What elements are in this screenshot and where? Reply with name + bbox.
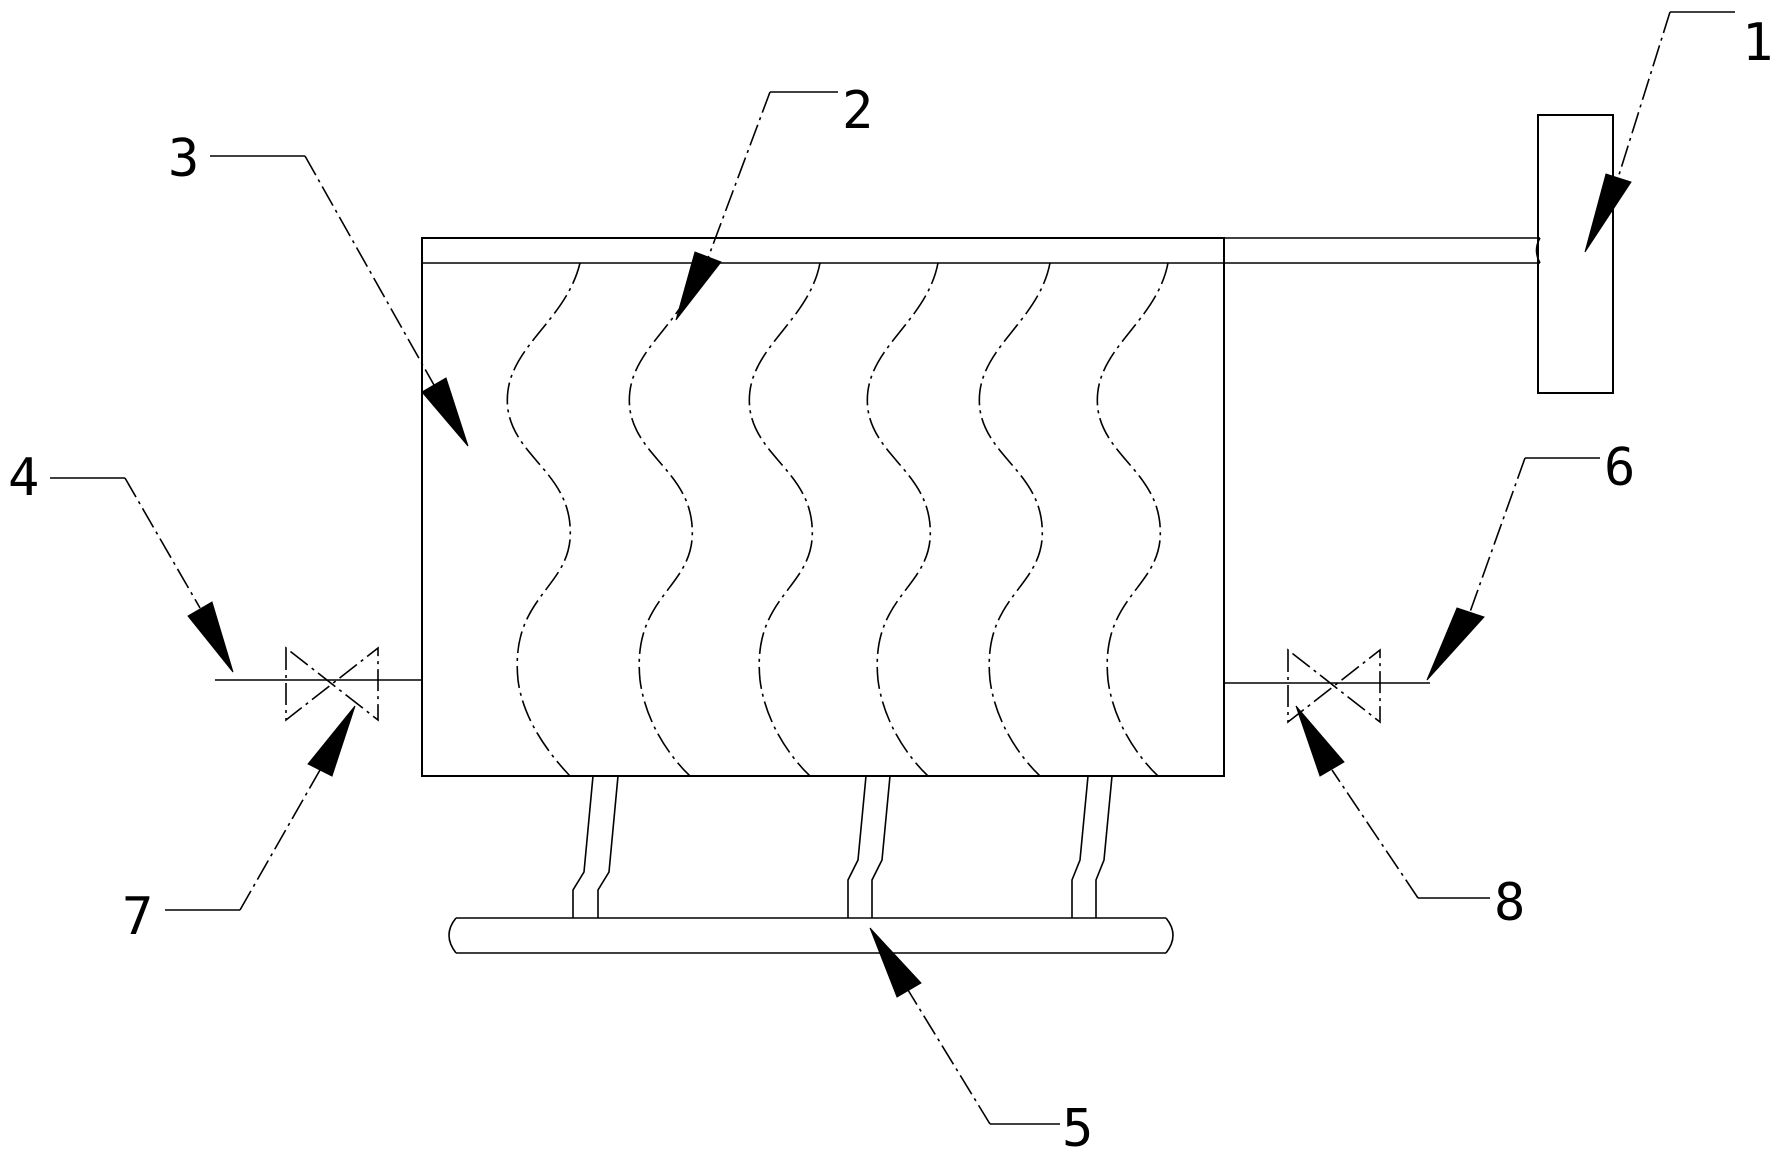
- callout-3: 3: [168, 129, 199, 189]
- right-valve: [1224, 648, 1430, 724]
- leader-5: [869, 927, 1060, 1125]
- callout-8: 8: [1494, 873, 1525, 933]
- leader-2: [675, 91, 838, 321]
- leader-7: [165, 705, 356, 911]
- leader-8: [1295, 705, 1490, 899]
- leader-6: [1426, 457, 1600, 681]
- top-pipe: [1224, 237, 1541, 264]
- tank-body: [421, 237, 1225, 777]
- leader-1: [1584, 11, 1735, 253]
- leader-3: [210, 155, 469, 447]
- bottom-pipe: [448, 917, 1174, 954]
- wavy-elements: [506, 262, 1169, 777]
- left-valve: [215, 646, 422, 722]
- right-block: [1537, 114, 1614, 394]
- support-legs: [572, 775, 1113, 918]
- callout-4: 4: [8, 448, 39, 508]
- leader-4: [50, 477, 234, 673]
- callout-5: 5: [1062, 1099, 1093, 1159]
- callout-6: 6: [1604, 438, 1635, 498]
- callout-7: 7: [122, 887, 153, 947]
- callout-1: 1: [1742, 13, 1773, 73]
- callout-2: 2: [842, 81, 873, 141]
